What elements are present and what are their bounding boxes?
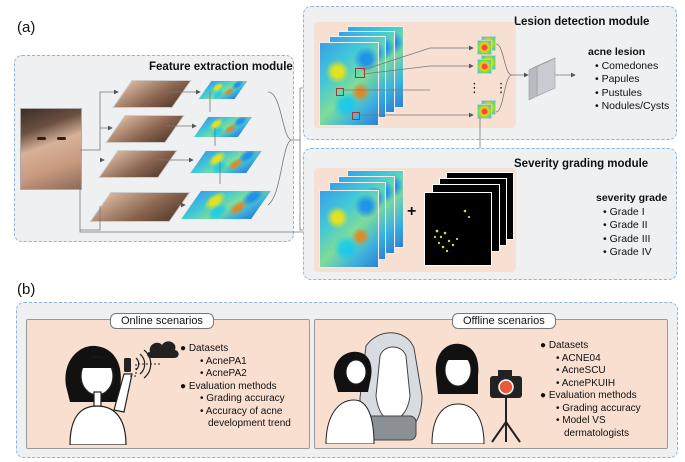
roi-ellipsis: ⋮ ⋮ <box>468 80 513 95</box>
lesion-mask-front <box>424 192 492 266</box>
severity-item: • Grade I <box>603 205 645 218</box>
online-dataset: • AcnePA2 <box>200 368 247 379</box>
roi-box-2 <box>336 88 344 96</box>
face-eye-left <box>37 137 46 140</box>
roi-box-1 <box>355 68 365 78</box>
online-scenarios-title: Online scenarios <box>110 313 214 329</box>
roi-tile-3b <box>477 104 492 119</box>
panel-b-label: (b) <box>17 281 36 298</box>
severity-module-title: Severity grading module <box>514 158 649 170</box>
input-face-photo <box>20 108 82 190</box>
lesion-output-list: acne lesion • Comedones • Papules • Pust… <box>588 46 669 114</box>
offline-scenarios-title: Offline scenarios <box>452 313 556 329</box>
panel-a-label: (a) <box>17 19 36 36</box>
offline-dataset: • ACNE04 <box>556 352 601 364</box>
online-eval-heading: ● Evaluation methods <box>180 380 277 392</box>
online-dataset: • AcnePA1 <box>200 355 247 367</box>
feature-module-title: Feature extraction module <box>149 61 293 73</box>
online-datasets-heading: ● Datasets <box>180 343 229 354</box>
lesion-item: • Papules <box>595 73 640 85</box>
lesion-item: • Comedones <box>595 59 659 72</box>
severity-map-front <box>319 190 379 268</box>
online-person-illustration <box>65 341 179 445</box>
roi-tile-1b <box>477 40 492 55</box>
roi-box-3 <box>352 112 360 120</box>
severity-item: • Grade II <box>603 219 648 231</box>
online-eval-item: • Grading accuracy <box>200 393 285 404</box>
offline-dataset: • AcnePKUIH <box>556 377 616 389</box>
lesion-classifier-block <box>528 57 556 101</box>
online-eval-item: • Accuracy of acne <box>200 405 283 417</box>
online-bullets: ● Datasets • AcnePA1 • AcnePA2 ● Evaluat… <box>180 343 291 431</box>
plus-sign: + <box>407 203 417 220</box>
offline-dataset: • AcneSCU <box>556 365 606 376</box>
face-eye-right <box>57 137 66 140</box>
offline-eval-item: • Grading accuracy <box>556 402 641 414</box>
lesion-map-front <box>319 42 379 126</box>
offline-datasets-heading: ● Datasets <box>540 340 589 351</box>
offline-bullets: ● Datasets • ACNE04 • AcneSCU • AcnePKUI… <box>540 340 641 440</box>
severity-output-list: severity grade • Grade I • Grade II • Gr… <box>596 192 667 260</box>
lesion-output-heading: acne lesion <box>588 46 646 58</box>
severity-item: • Grade IV <box>603 246 652 258</box>
roi-tile-2b <box>477 59 492 74</box>
offline-eval-heading: ● Evaluation methods <box>540 390 637 401</box>
lesion-item: • Nodules/Cysts <box>595 100 670 112</box>
lesion-mask-dots <box>433 209 471 253</box>
lesion-module-title: Lesion detection module <box>514 16 650 28</box>
online-eval-item: development trend <box>208 418 291 429</box>
severity-output-heading: severity grade <box>596 192 668 204</box>
lesion-item: • Pustules <box>595 86 642 99</box>
offline-eval-item: dermatologists <box>564 427 630 439</box>
severity-item: • Grade III <box>603 232 651 245</box>
offline-eval-item: • Model VS <box>556 415 606 426</box>
offline-scene-illustration <box>325 332 522 444</box>
